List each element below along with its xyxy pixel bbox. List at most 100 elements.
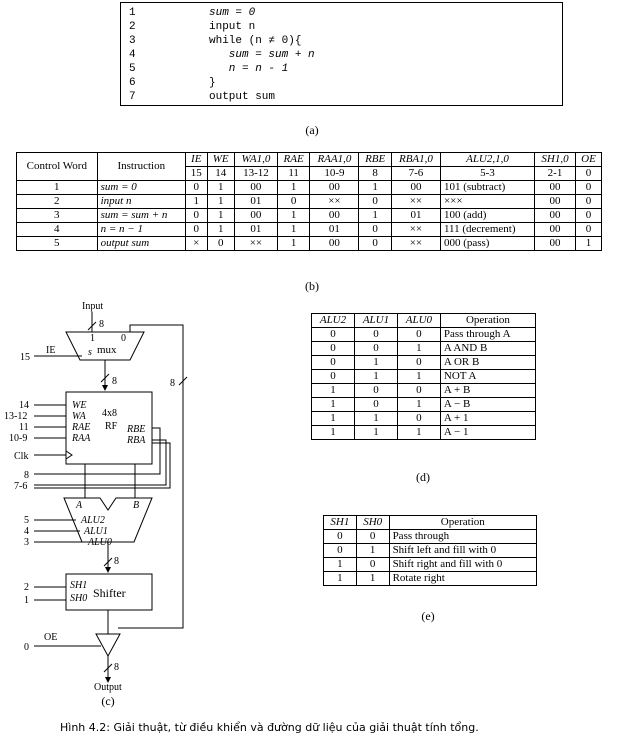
table-cell: 1 [358,208,392,223]
bit-cell: 13-12 [233,166,278,181]
bit-alu0: 3 [24,537,29,548]
table-cell: 0 [353,397,398,412]
figure-footer: Hình 4.2: Giải thuật, từ điều khiển và đ… [60,721,479,734]
table-cell: output sum [96,236,186,251]
table-cell: 0 [184,222,208,237]
bit-cell: 5-3 [439,166,536,181]
table-cell: 111 (decrement) [439,222,536,237]
table-header-row: ALU2 ALU1 ALU0 Operation [311,313,537,328]
table-cell: 4 [16,222,98,237]
header-operation: Operation [388,515,538,530]
table-cell: 01 [309,222,360,237]
bit-alu1: 4 [24,526,29,537]
table-cell: 0 [358,222,392,237]
table-cell: 1 [311,425,355,440]
table-cell: 1 [16,180,98,195]
header-wa: WA1,0 [233,152,278,167]
table-cell: ×× [390,236,441,251]
table-cell: 100 (add) [439,208,536,223]
bit-cell: 11 [276,166,311,181]
table-cell: 0 [311,369,355,384]
caption-a: (a) [305,123,319,137]
table-cell: 0 [574,180,603,195]
rf-name-label: RF [105,421,118,432]
table-cell: 00 [233,180,278,195]
table-cell: 0 [396,411,441,426]
table-cell: 0 [574,222,603,237]
table-cell: 1 [276,180,311,195]
table-cell: 1 [396,425,441,440]
bit-rae: 11 [19,422,29,433]
header-alu: ALU2,1,0 [439,152,536,167]
table-cell: n = n − 1 [96,222,186,237]
header-raa: RAA1,0 [309,152,360,167]
header-rae: RAE [276,152,311,167]
table-cell: 0 [323,543,357,558]
rf-rba-label: RBA [126,435,146,446]
mux-label: mux [97,344,117,356]
mux-select-label: s [88,347,92,358]
caption-c: (c) [101,694,115,708]
header-oe: OE [574,152,603,167]
rf-raa-label: RAA [71,433,91,444]
ie-bit: 15 [20,352,30,363]
table-cell: 101 (subtract) [439,180,536,195]
table-cell: 0 [396,327,441,342]
table-cell: 1 [396,369,441,384]
header-operation: Operation [439,313,537,328]
output-label: Output [94,682,122,693]
table-cell: 1 [358,180,392,195]
table-cell: 01 [390,208,441,223]
caption-b: (b) [305,279,319,293]
table-cell: 1 [353,355,398,370]
table-cell: A AND B [439,341,537,356]
table-cell: 00 [309,236,360,251]
table-cell: 1 [323,571,357,586]
table-cell: A + 1 [439,411,537,426]
alu1-label: ALU1 [83,526,108,537]
bus-width-label: 8 [170,378,175,389]
table-cell: 0 [353,341,398,356]
bit-cell: 14 [206,166,235,181]
table-cell: ×× [309,194,360,209]
table-cell: 1 [311,397,355,412]
table-cell: A − 1 [439,425,537,440]
table-cell: 1 [206,222,235,237]
table-cell: 00 [534,236,576,251]
clk-label: Clk [14,451,28,462]
bit-cell: 10-9 [309,166,360,181]
table-cell: 0 [323,529,357,544]
bit-sh1: 2 [24,582,29,593]
table-cell: 1 [276,222,311,237]
table-cell: ××× [439,194,536,209]
input-label: Input [82,301,103,312]
table-cell: 2 [16,194,98,209]
bit-position-row: 15 14 13-12 11 10-9 8 7-6 5-3 2-1 0 [17,166,603,181]
table-cell: Pass through A [439,327,537,342]
shifter-label: Shifter [93,586,126,600]
table-cell: Shift right and fill with 0 [388,557,538,572]
bit-alu2: 5 [24,515,29,526]
table-cell: Pass through [388,529,538,544]
table-cell: 00 [534,208,576,223]
table-header-row: SH1 SH0 Operation [323,515,538,530]
header-instruction: Instruction [96,152,186,181]
table-cell: 1 [311,383,355,398]
table-cell: 1 [574,236,603,251]
alu-shape [63,497,153,543]
table-cell: 1 [355,543,390,558]
table-cell: input n [96,194,186,209]
bit-raa: 10-9 [9,433,27,444]
header-sh1: SH1 [323,515,357,530]
